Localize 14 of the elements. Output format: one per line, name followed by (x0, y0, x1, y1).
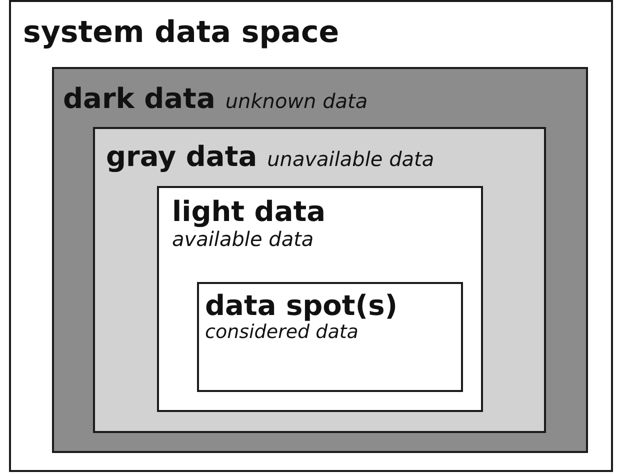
region-description: unknown data (225, 90, 368, 113)
nested-region-box (197, 282, 463, 392)
region-heading: gray data (106, 141, 258, 174)
region-heading: dark data (63, 83, 216, 116)
region-description: considered data (205, 322, 358, 344)
nested-region-box (157, 186, 483, 412)
nested-region-box (9, 0, 613, 472)
region-heading: system data space (23, 16, 340, 50)
region-description: unavailable data (267, 148, 434, 171)
region-heading: light data (172, 196, 326, 228)
region-description: available data (172, 228, 314, 252)
region-heading: data spot(s) (205, 290, 398, 322)
nested-region-box (52, 67, 588, 453)
nested-region-box (93, 127, 546, 433)
